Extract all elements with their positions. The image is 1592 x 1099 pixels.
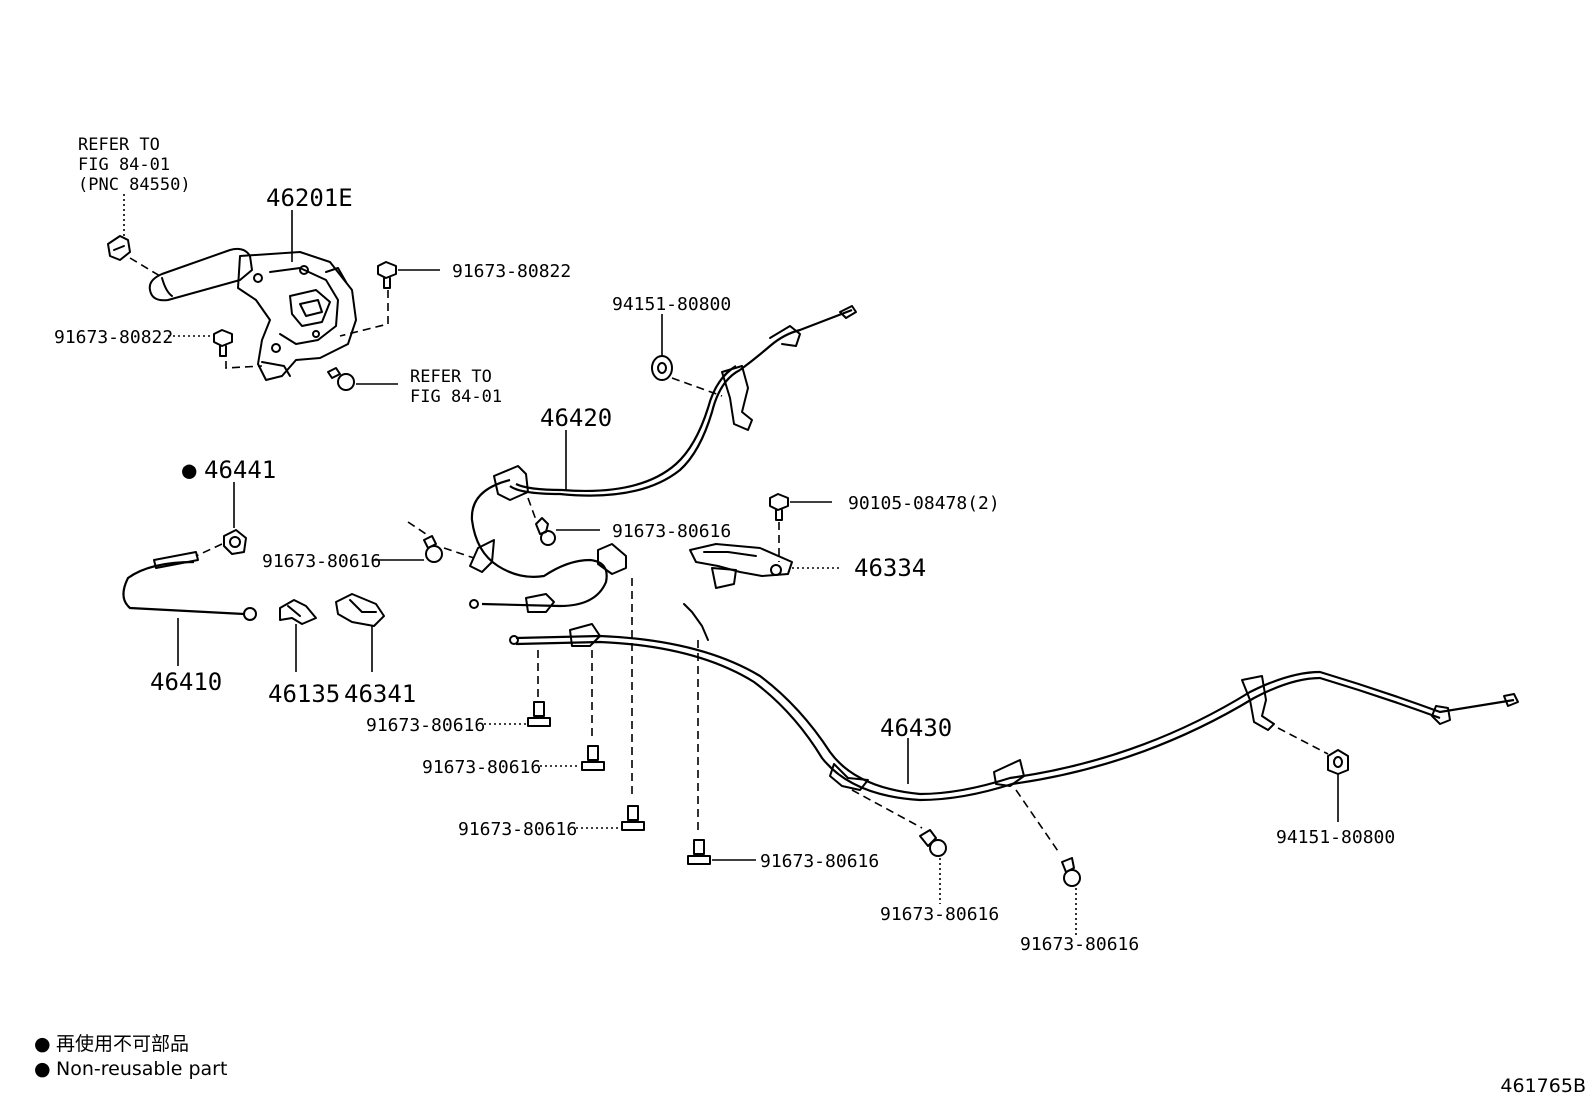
clip-icon: [223, 529, 247, 555]
bolt-icon: [1061, 857, 1081, 887]
clamp-icon: [279, 599, 317, 625]
part-number-clamp[interactable]: 46135: [268, 680, 340, 708]
part-number-bolt-d[interactable]: 91673-80616: [760, 851, 879, 872]
refer-note-line-2: FIG 84-01: [78, 155, 170, 175]
bracket-icon: [335, 593, 385, 627]
refer-note-b-line-1: REFER TO: [410, 367, 492, 387]
bolt-icon: [687, 839, 711, 865]
short-cable: [122, 551, 257, 621]
bolt-icon: [377, 261, 397, 289]
bolt-icon: [581, 745, 605, 771]
part-number-front-cable[interactable]: 46420: [540, 404, 612, 432]
part-number-bolt-e[interactable]: 91673-80616: [880, 904, 999, 925]
grommet-icon: [651, 355, 673, 381]
refer-note-b-line-2: FIG 84-01: [410, 387, 502, 407]
legend: ● 再使用不可部品 ● Non-reusable part: [34, 1033, 227, 1080]
refer-note-line-3: (PNC 84550): [78, 175, 191, 195]
bolt-icon: [327, 367, 355, 391]
part-number-lever[interactable]: 46201E: [266, 184, 353, 212]
refer-note-line-1: REFER TO: [78, 135, 160, 155]
legend-bullet-ja: ●: [34, 1033, 51, 1055]
bracket-46334: [689, 543, 793, 589]
bolt-icon: [769, 493, 789, 521]
front-cable: [469, 305, 857, 613]
part-number-bolt-b[interactable]: 91673-80616: [422, 757, 541, 778]
part-number-short-cable[interactable]: 46410: [150, 668, 222, 696]
part-number-bracket[interactable]: 46334: [854, 554, 926, 582]
bolt-icon: [213, 329, 233, 357]
part-number-bolt-lever-left[interactable]: 91673-80822: [54, 327, 173, 348]
bolt-icon: [535, 517, 556, 546]
part-number-bolt-front-cable-1[interactable]: 91673-80616: [612, 521, 731, 542]
legend-japanese: 再使用不可部品: [56, 1033, 189, 1055]
grommet-icon: [1327, 749, 1349, 775]
non-reusable-mark: ●: [182, 456, 197, 484]
rear-cable: [509, 603, 1519, 802]
bolt-icon: [621, 805, 645, 831]
bolt-icon: [919, 829, 947, 857]
part-number-bolt-lever-right[interactable]: 91673-80822: [452, 261, 571, 282]
part-number-bolt-bracket[interactable]: 90105-08478(2): [848, 493, 1000, 514]
bolt-icon: [527, 701, 551, 727]
legend-english: Non-reusable part: [56, 1058, 227, 1080]
part-number-bolt-f[interactable]: 91673-80616: [1020, 934, 1139, 955]
part-number-clip[interactable]: 46441: [204, 456, 276, 484]
part-number-grommet-rear[interactable]: 94151-80800: [1276, 827, 1395, 848]
parking-brake-lever: [107, 210, 357, 381]
part-number-bolt-front-cable-2[interactable]: 91673-80616: [262, 551, 381, 572]
part-number-bolt-c[interactable]: 91673-80616: [458, 819, 577, 840]
part-number-bracket-small[interactable]: 46341: [344, 680, 416, 708]
figure-id: 461765B: [1500, 1075, 1586, 1097]
bolt-icon: [423, 535, 443, 563]
legend-bullet-en: ●: [34, 1058, 51, 1080]
part-number-bolt-a[interactable]: 91673-80616: [366, 715, 485, 736]
part-number-rear-cable[interactable]: 46430: [880, 714, 952, 742]
part-number-grommet-top[interactable]: 94151-80800: [612, 294, 731, 315]
